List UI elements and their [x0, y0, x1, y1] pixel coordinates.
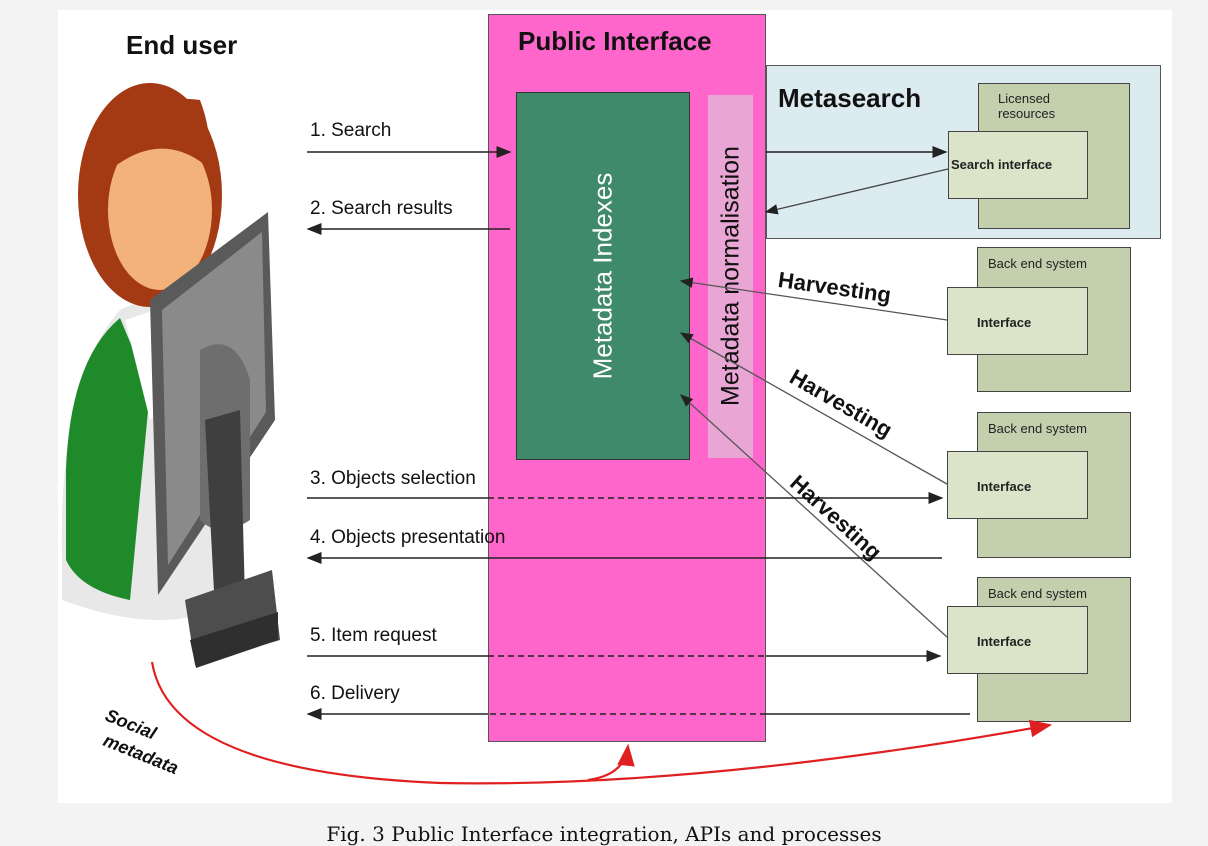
- backend-interface-box-2: [947, 451, 1088, 519]
- step-label-4: 4. Objects presentation: [310, 527, 506, 548]
- licensed-resources-caption: Licensed resources: [998, 91, 1056, 121]
- social-metadata-curve: [150, 661, 1053, 785]
- backend-interface-box-3: [947, 606, 1088, 674]
- figure-caption: Fig. 3 Public Interface integration, API…: [326, 822, 882, 846]
- metadata-normalisation-box: [708, 95, 753, 458]
- search-interface-label: Search interface: [951, 157, 1053, 172]
- backend-interface-label-1: Interface: [977, 315, 1032, 330]
- arrow-harvesting-2: [679, 332, 948, 485]
- backend-system-caption-2: Back end system: [988, 421, 1087, 436]
- step-label-3: 3. Objects selection: [310, 468, 476, 489]
- metadata-indexes-box: [516, 92, 690, 460]
- step-label-2: 2. Search results: [310, 198, 453, 219]
- arrow-harvesting-3: [680, 394, 948, 638]
- computer-monitor-icon: [150, 212, 280, 668]
- step-label-6: 6. Delivery: [310, 683, 400, 704]
- metasearch-title: Metasearch: [778, 83, 922, 113]
- step-label-5: 5. Item request: [310, 625, 437, 646]
- backend-interface-label-2: Interface: [977, 479, 1032, 494]
- public-interface-title: Public Interface: [518, 26, 712, 56]
- arrow-metasearch-response: [764, 168, 949, 215]
- backend-interface-box-1: [947, 287, 1088, 355]
- search-interface-box: [948, 131, 1088, 199]
- social-metadata-branch: [587, 743, 635, 782]
- backend-system-caption-3: Back end system: [988, 586, 1087, 601]
- end-user-title: End user: [126, 30, 238, 60]
- arrow-harvesting-1: [679, 277, 948, 321]
- backend-interface-label-3: Interface: [977, 634, 1032, 649]
- backend-system-caption-1: Back end system: [988, 256, 1087, 271]
- step-label-1: 1. Search: [310, 120, 392, 141]
